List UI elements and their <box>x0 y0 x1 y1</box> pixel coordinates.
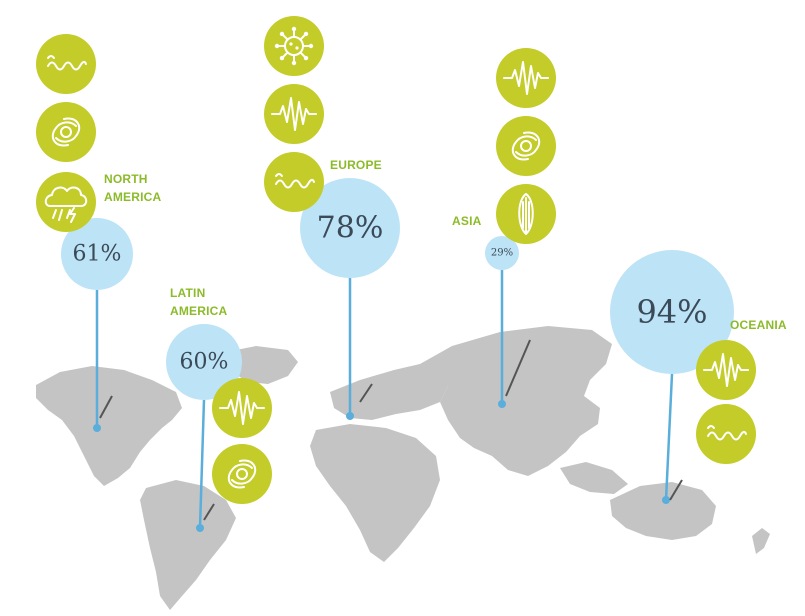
hurricane-icon <box>496 116 556 176</box>
pin-latin-america <box>196 399 215 532</box>
percent-north-america: 61% <box>72 241 122 267</box>
continents <box>36 326 770 610</box>
pins-layer <box>93 270 683 532</box>
flood-icon <box>264 152 324 212</box>
hurricane-icon <box>36 102 96 162</box>
region-label-latin-america: LATIN AMERICA <box>170 286 228 318</box>
percent-oceania: 94% <box>636 293 708 331</box>
flood-icon <box>36 34 96 94</box>
land-southeast-asia <box>560 462 628 494</box>
drought-crop-icon <box>496 184 556 244</box>
hazard-icons-layer <box>36 16 756 504</box>
bubble-north-america <box>61 218 133 290</box>
pin-europe <box>346 278 373 420</box>
flood-icon <box>696 404 756 464</box>
bubble-oceania <box>610 250 734 374</box>
land-europe <box>330 364 448 420</box>
pin-north-america <box>93 290 113 432</box>
pin-asia <box>498 270 531 408</box>
pin-oceania <box>662 373 683 504</box>
bubbles-layer <box>61 178 734 400</box>
earthquake-icon <box>496 48 556 108</box>
land-australia <box>610 482 716 540</box>
region-label-asia: ASIA <box>452 214 482 228</box>
storm-cloud-icon <box>36 172 96 232</box>
land-north-america <box>36 366 182 486</box>
earthquake-icon <box>696 340 756 400</box>
percent-latin-america: 60% <box>179 349 229 375</box>
region-label-europe: EUROPE <box>330 158 382 172</box>
bubble-europe <box>300 178 400 278</box>
region-label-oceania: OCEANIA <box>730 318 787 332</box>
region-label-north-america: NORTH AMERICA <box>104 172 162 204</box>
land-greenland <box>226 346 298 384</box>
bubble-asia <box>485 236 519 270</box>
virus-icon <box>264 16 324 76</box>
land-new-zealand <box>752 528 770 554</box>
earthquake-icon <box>212 378 272 438</box>
earthquake-icon <box>264 84 324 144</box>
percent-europe: 78% <box>316 210 384 246</box>
land-asia <box>420 326 612 476</box>
percent-asia: 29% <box>490 247 514 259</box>
land-africa <box>310 424 440 562</box>
land-south-america <box>140 480 236 610</box>
bubble-latin-america <box>166 324 242 400</box>
hurricane-icon <box>212 444 272 504</box>
